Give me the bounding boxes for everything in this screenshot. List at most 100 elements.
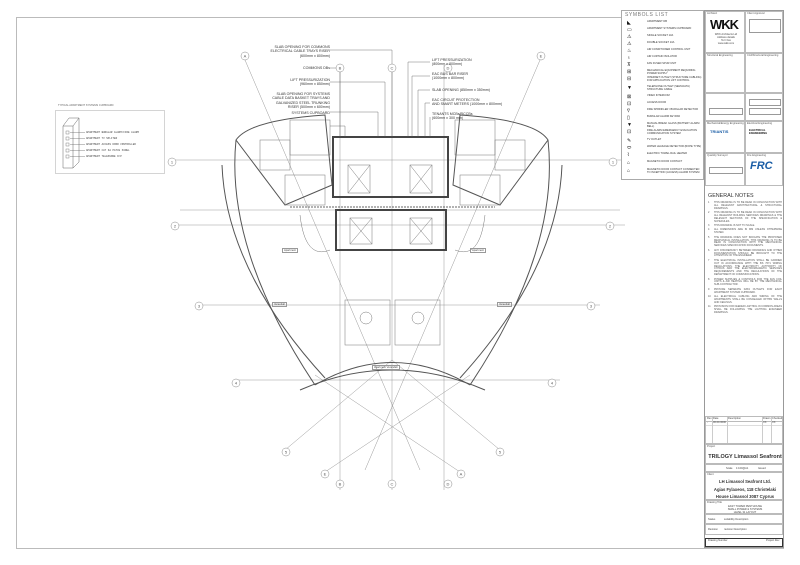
- title-block: Architect WKK WKK Architects Ltd Address…: [704, 10, 784, 548]
- client-name: LH Limassol Seafront Ltd. Agias Fylaxeos…: [713, 479, 777, 499]
- symbol-label: FIRE SPRINKLER / BURGLAR DETECTOR: [647, 108, 698, 111]
- fire-engineering-cell: Fire Engineering FRC: [745, 153, 783, 186]
- note-slab-opening: SLAB OPENING (850mm x 350mm): [432, 88, 490, 92]
- svg-text:E: E: [324, 472, 327, 477]
- electrical-logo: ELECTRICAL ENGINEERING: [749, 129, 768, 135]
- symbol-label: AIR CONDITIONER CONTROL UNIT: [647, 48, 691, 51]
- symbol-label: FIRE ALARM EMERGENCY EVACUATION COMMUNIC…: [647, 129, 698, 135]
- svg-text:A: A: [460, 472, 463, 477]
- note-commons-dbs: COMMONS DBs: [303, 66, 330, 70]
- symbol-label: MANUAL BREAK GLASS (BATTERY ALARM BELL): [647, 122, 700, 128]
- symbol-label: BURGLAR ALARM KEYPAD: [647, 115, 681, 118]
- svg-text:A: A: [244, 54, 247, 59]
- svg-text:4: 4: [551, 381, 554, 386]
- symbol-label: AIR CURTAIN ISOLATOR: [647, 55, 677, 58]
- apartment-db-icon: ◣: [627, 20, 631, 26]
- room-tag-verandah-right: Verandah: [497, 302, 513, 307]
- symbol-label: MAGNETIC DOOR CONTACT CONNECTED TO INCEP…: [647, 168, 700, 174]
- evacuation-system-icon: ⊡: [627, 129, 632, 135]
- symbol-label: SINGLE SOCKET 13A: [647, 34, 674, 37]
- svg-text:2: 2: [174, 224, 177, 229]
- note-lift-pressurization-left: LIFT PRESSURIZATION (960mm x 850mm): [290, 78, 330, 87]
- drawing-title-cell: Drawing Title EAST TOWER PENTHOUSE SMALL…: [705, 500, 783, 514]
- revision-header-row: Rev Date Description Drawn Checked: [706, 417, 783, 422]
- note-tenants-mcbs: TENANTS MCBs/RCCBs (600mm x 300 mm): [432, 112, 473, 121]
- symbol-label: APARTMENT SYSTEMS CUPBOARD: [647, 27, 692, 30]
- svg-text:B: B: [339, 66, 342, 71]
- riser-item-telephone: APARTMENT TELEPHONE O/P: [86, 155, 122, 158]
- svg-text:D: D: [447, 66, 450, 71]
- client-approval-cell: Client Approval: [745, 11, 783, 53]
- access-door-icon: ⊡: [627, 101, 632, 107]
- svg-text:3: 3: [198, 304, 201, 309]
- svg-text:C: C: [391, 482, 394, 487]
- stamp-cell-left: [705, 93, 745, 121]
- systems-cupboard-icon: ▭: [627, 27, 632, 33]
- single-socket-icon: ⚠: [627, 34, 632, 40]
- project-name: TRILOGY Limassol Seafront: [708, 454, 782, 460]
- riser-item-alarm: APARTMENT BURGLAR ALARM/FIRE ALARM: [86, 131, 139, 134]
- scale-cell: Scale 1:100@A1 Issued: [705, 464, 783, 472]
- symbol-label: FAN FUSED SPUR UNIT: [647, 62, 677, 65]
- svg-text:D: D: [447, 482, 450, 487]
- drawing-number-cell: Drawing Number Project Rev: [705, 538, 783, 547]
- symbol-label: DOUBLE SOCKET 13A: [647, 41, 675, 44]
- fire-detector-icon: ⍢: [627, 108, 631, 114]
- fire-logo: FRC: [750, 160, 773, 172]
- door-contact-icon: ⌂: [627, 160, 631, 166]
- tv-outlet-icon: ✎: [627, 138, 632, 144]
- project-cell: Project TRILOGY Limassol Seafront: [705, 444, 783, 464]
- quantity-surveyor-cell: Quantity Surveyor: [705, 153, 745, 186]
- svg-text:5: 5: [285, 450, 288, 455]
- approval-stamp-box: [749, 19, 781, 33]
- svg-text:5: 5: [499, 450, 502, 455]
- architect-logo: WKK: [710, 17, 739, 32]
- symbol-label: TV OUTLET: [647, 138, 662, 141]
- mep-logo: TRIANTIS: [710, 129, 729, 134]
- stamp-cell-right: [745, 93, 783, 121]
- revision-row: - 00.00.0000 XX XX: [706, 421, 782, 426]
- revision-value: revision Description: [724, 528, 747, 531]
- revision-table: Rev Date Description Drawn Checked - 00.…: [705, 416, 783, 444]
- mep-cell: Mechanical/Energy Engineering TRIANTIS: [705, 121, 745, 153]
- svg-text:2: 2: [609, 224, 612, 229]
- room-tag-apartment-right: Apartment: [470, 248, 486, 253]
- video-intercom-icon: ⊠: [627, 94, 632, 100]
- status-cell: Status suitability Description: [705, 514, 783, 524]
- electrical-cell: Electrical Engineering ELECTRICAL ENGINE…: [745, 121, 783, 153]
- water-leak-detector-icon: ⬭: [627, 145, 632, 151]
- fused-spur-icon: ⊼: [627, 62, 631, 68]
- svg-text:3: 3: [590, 304, 593, 309]
- break-glass-icon: ▼: [627, 122, 632, 128]
- riser-item-patch: APARTMENT CAT 6A PATCH PANEL: [86, 149, 130, 152]
- drawing-title: EAST TOWER PENTHOUSE SMALL POWER & SYSTE…: [727, 505, 763, 514]
- svg-text:1: 1: [171, 160, 174, 165]
- room-tag-verandah-left: Verandah: [272, 302, 288, 307]
- note-lift-pressurization-right: LIFT PRESSURIZATION (800mm x 800mm): [432, 58, 472, 67]
- svg-text:C: C: [391, 66, 394, 71]
- internet-outlet-icon: ⊟: [627, 76, 632, 82]
- symbols-list-title: SYMBOLS LIST: [625, 12, 669, 18]
- symbol-label: MAGNETIC DOOR CONTACT: [647, 160, 683, 163]
- symbol-label: TELEPHONE OUTLET (SEMI-DATA) STRUCTURE C…: [647, 85, 690, 91]
- mechanical-equipment-icon: ⊞: [627, 69, 632, 75]
- revision-cell: Revision revision Description: [705, 524, 783, 535]
- note-eac-circuit-protection: EAC CIRCUIT PROTECTION AND SMART METERS …: [432, 98, 503, 107]
- systems-cupboard-diagram: [55, 110, 165, 174]
- note-commons-cable-riser: SLAB OPENING FOR COMMONS ELECTRICAL CABL…: [270, 45, 330, 58]
- note-systems-cupboard: SYSTEMS CUPBOARD: [291, 111, 330, 115]
- status-value: suitability Description: [724, 518, 749, 521]
- svg-text:4: 4: [235, 381, 238, 386]
- svg-text:1: 1: [612, 160, 615, 165]
- symbol-label: MECHANICAL EQUIPMENT REQUIRING POWER SUP…: [647, 69, 696, 75]
- door-contact-alarm-icon: ⌂: [627, 168, 631, 174]
